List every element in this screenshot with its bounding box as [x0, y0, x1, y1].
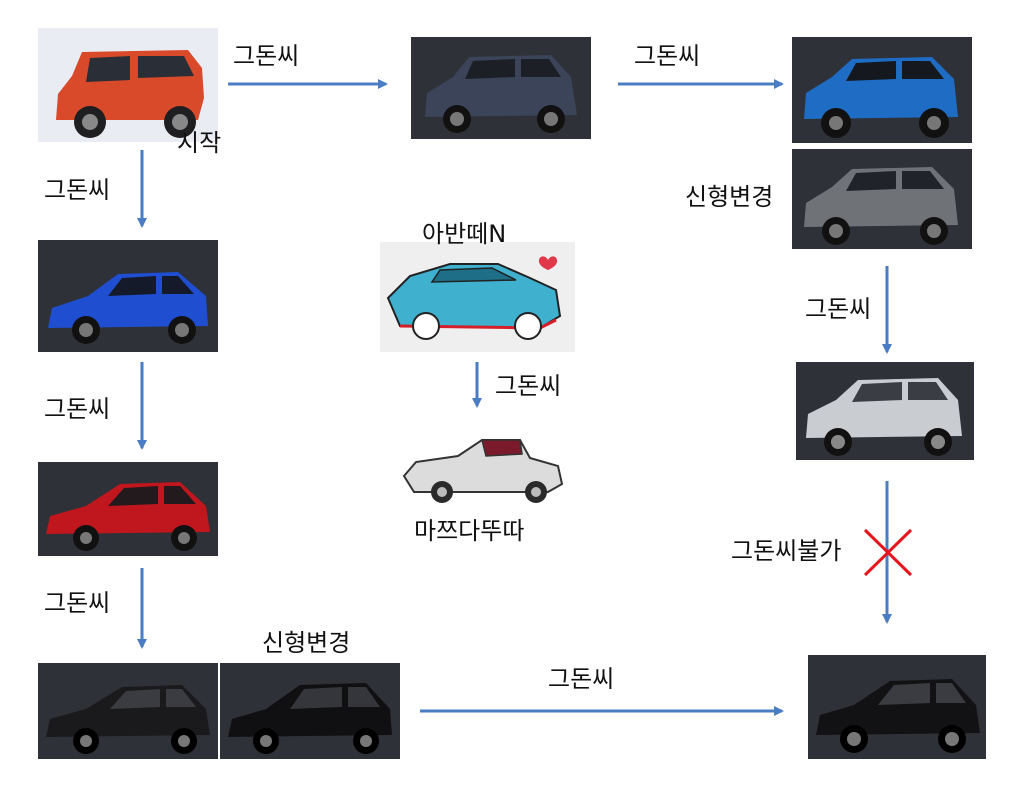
red-x-mark: [863, 528, 913, 577]
label-mx5: 마쯔다뚜따: [414, 517, 525, 545]
car-sketch-mx5: [398, 430, 566, 504]
car-image-tucson: [796, 362, 974, 460]
label-grandeur-facelift: 신형변경: [262, 629, 351, 657]
car-image-g80: [808, 655, 986, 759]
car-image-grandeur-facelift: [220, 663, 400, 759]
label-not-possible: 그돈씨불가: [731, 537, 842, 565]
car-image-kona: [792, 37, 972, 143]
label-casper-to-avante: 그돈씨: [44, 176, 111, 204]
label-sonata-to-grandeur: 그돈씨: [44, 589, 111, 617]
label-start: 시작: [177, 129, 222, 157]
car-image-venue: [411, 37, 591, 139]
car-sketch-avante-n: [380, 242, 575, 352]
label-kona-to-tucson: 그돈씨: [805, 295, 872, 323]
label-avante-n-to-mx5: 그돈씨: [495, 372, 562, 400]
label-kona-facelift: 신형변경: [685, 183, 774, 211]
label-venue-to-kona: 그돈씨: [634, 42, 701, 70]
car-image-kona-facelift: [792, 149, 972, 249]
car-image-grandeur: [38, 663, 218, 759]
label-casper-to-venue: 그돈씨: [233, 42, 300, 70]
label-avante-n: 아반떼N: [422, 220, 507, 248]
label-grandeur-to-g80: 그돈씨: [548, 665, 615, 693]
car-image-avante: [38, 240, 218, 352]
label-avante-to-sonata: 그돈씨: [44, 395, 111, 423]
car-image-casper: [38, 28, 218, 142]
car-image-sonata: [38, 462, 218, 556]
